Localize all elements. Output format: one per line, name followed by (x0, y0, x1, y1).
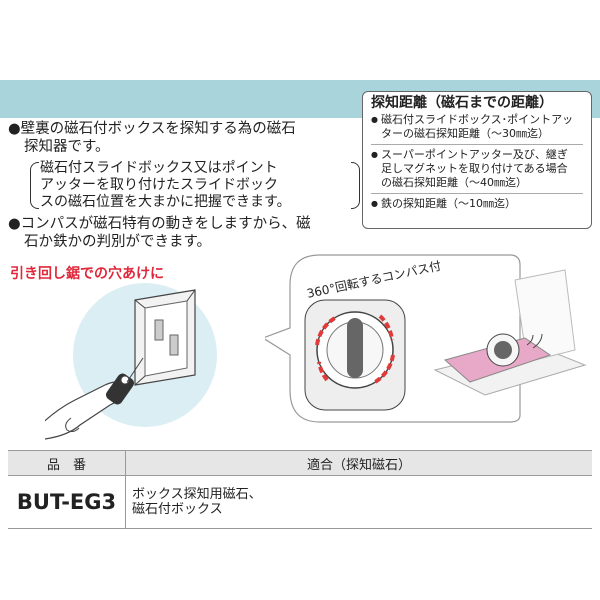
note-line1: 磁石付スライドボックス又はポイント (40, 160, 278, 176)
table-header-row: 品 番 適合（探知磁石） (8, 450, 592, 476)
column-header-part-number: 品 番 (8, 450, 126, 476)
description: ●壁裏の磁石付ボックスを探知する為の磁石 探知器です。 磁石付スライドボックス又… (8, 120, 360, 251)
wall-box-icon (134, 289, 196, 386)
spec-item-2-line1: スーパーポイントアッター及び、継ぎ (381, 148, 568, 161)
spec-title: 探知距離（磁石までの距離） (371, 95, 553, 111)
divider (371, 193, 583, 194)
usage-illustration (45, 283, 217, 440)
note-line2: アッターを取り付けたスライドボック (40, 177, 278, 193)
parenthetical-note: 磁石付スライドボックス又はポイント アッターを取り付けたスライドボック スの磁石… (30, 160, 360, 211)
spec-item-1: 磁石付スライドボックス･ポイントアッ ターの磁石探知距離（～30㎜迄） (371, 113, 583, 141)
table-row: BUT-EG3 ボックス探知用磁石、 磁石付ボックス (8, 475, 592, 529)
bullet2-line2: 石か鉄かの判別ができます。 (24, 234, 212, 250)
spec-item-2-line3: の磁石探知距離（～40㎜迄） (381, 176, 527, 189)
spec-item-1-line2: ターの磁石探知距離（～30㎜迄） (381, 127, 549, 140)
spec-item-2-line2: 足しマグネットを取り付けてある場合 (381, 162, 568, 175)
compatibility-line1: ボックス探知用磁石、 (132, 487, 262, 502)
detector-on-box-icon (433, 269, 587, 396)
compass-detail-illustration: 360°回転するコンパス付 (265, 254, 587, 423)
spec-item-1-line1: 磁石付スライドボックス･ポイントアッ (381, 113, 574, 126)
spec-item-2: スーパーポイントアッター及び、継ぎ 足しマグネットを取り付けてある場合 の磁石探… (371, 148, 583, 190)
divider (371, 144, 583, 145)
compatibility-cell: ボックス探知用磁石、 磁石付ボックス (125, 475, 592, 529)
compass-icon (304, 299, 406, 411)
bullet1-line1: ●壁裏の磁石付ボックスを探知する為の磁石 (8, 121, 296, 137)
compatibility-line2: 磁石付ボックス (132, 502, 223, 517)
part-number: BUT-EG3 (8, 475, 126, 529)
bullet2-line1: ●コンパスが磁石特有の動きをしますから、磁 (8, 216, 311, 232)
column-header-compatibility: 適合（探知磁石） (125, 450, 592, 476)
product-table: 品 番 適合（探知磁石） BUT-EG3 ボックス探知用磁石、 磁石付ボックス (8, 450, 592, 529)
note-line3: スの磁石位置を大まかに把握できます。 (40, 194, 291, 210)
detection-distance-box: 探知距離（磁石までの距離） 磁石付スライドボックス･ポイントアッ ターの磁石探知… (362, 91, 592, 229)
spec-item-3: 鉄の探知距離（～10㎜迄） (371, 197, 583, 211)
bullet1-line2: 探知器です。 (24, 139, 110, 155)
usage-label: 引き回し鋸での穴あけに (10, 266, 164, 282)
hand-with-detector-icon (45, 357, 144, 440)
